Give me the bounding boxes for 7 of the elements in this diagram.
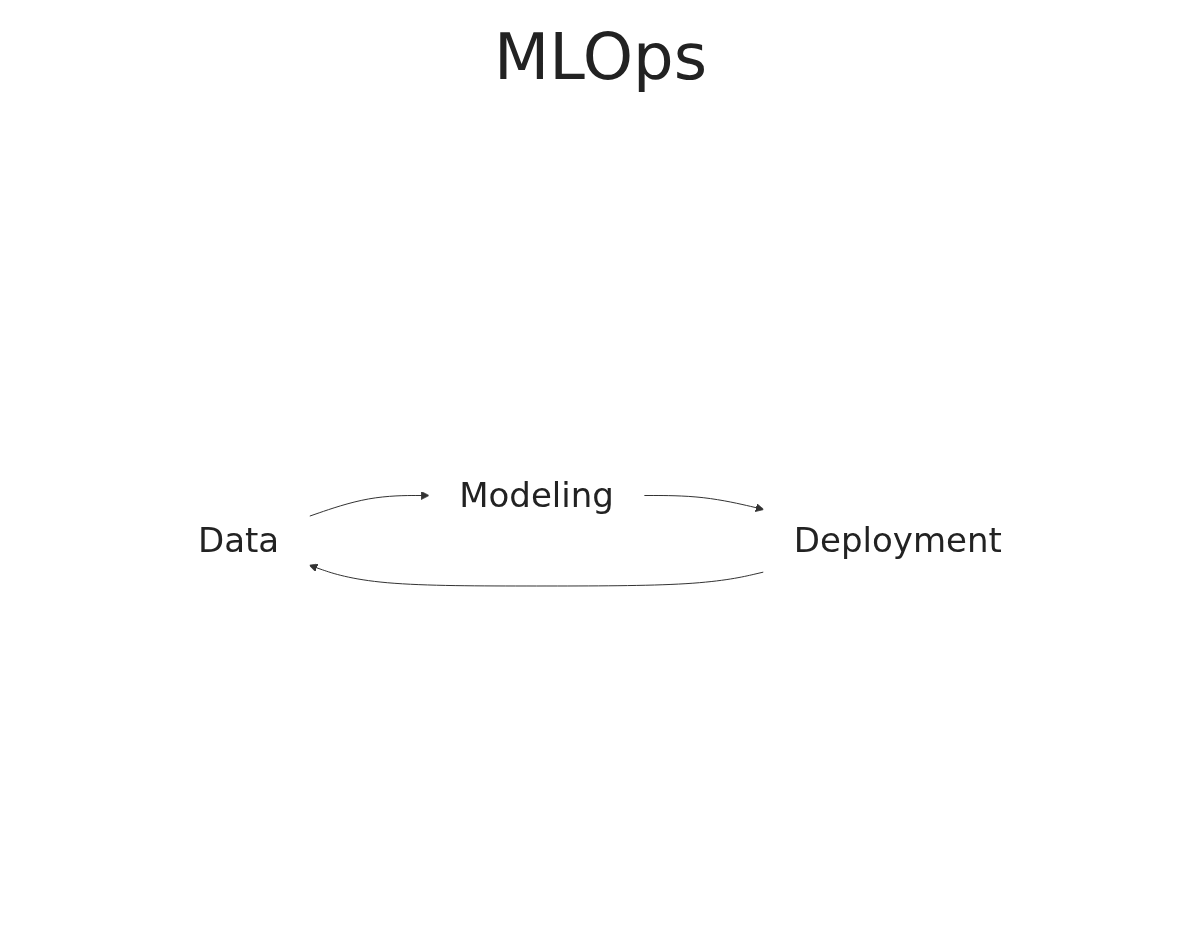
arrow (308, 563, 765, 586)
node-text: Modeling (459, 474, 614, 515)
arrow (643, 494, 765, 512)
node-text: Deployment (793, 519, 1002, 560)
arrow (308, 490, 430, 517)
center-label: MLOps (494, 20, 707, 94)
node-text: Data (198, 519, 280, 560)
